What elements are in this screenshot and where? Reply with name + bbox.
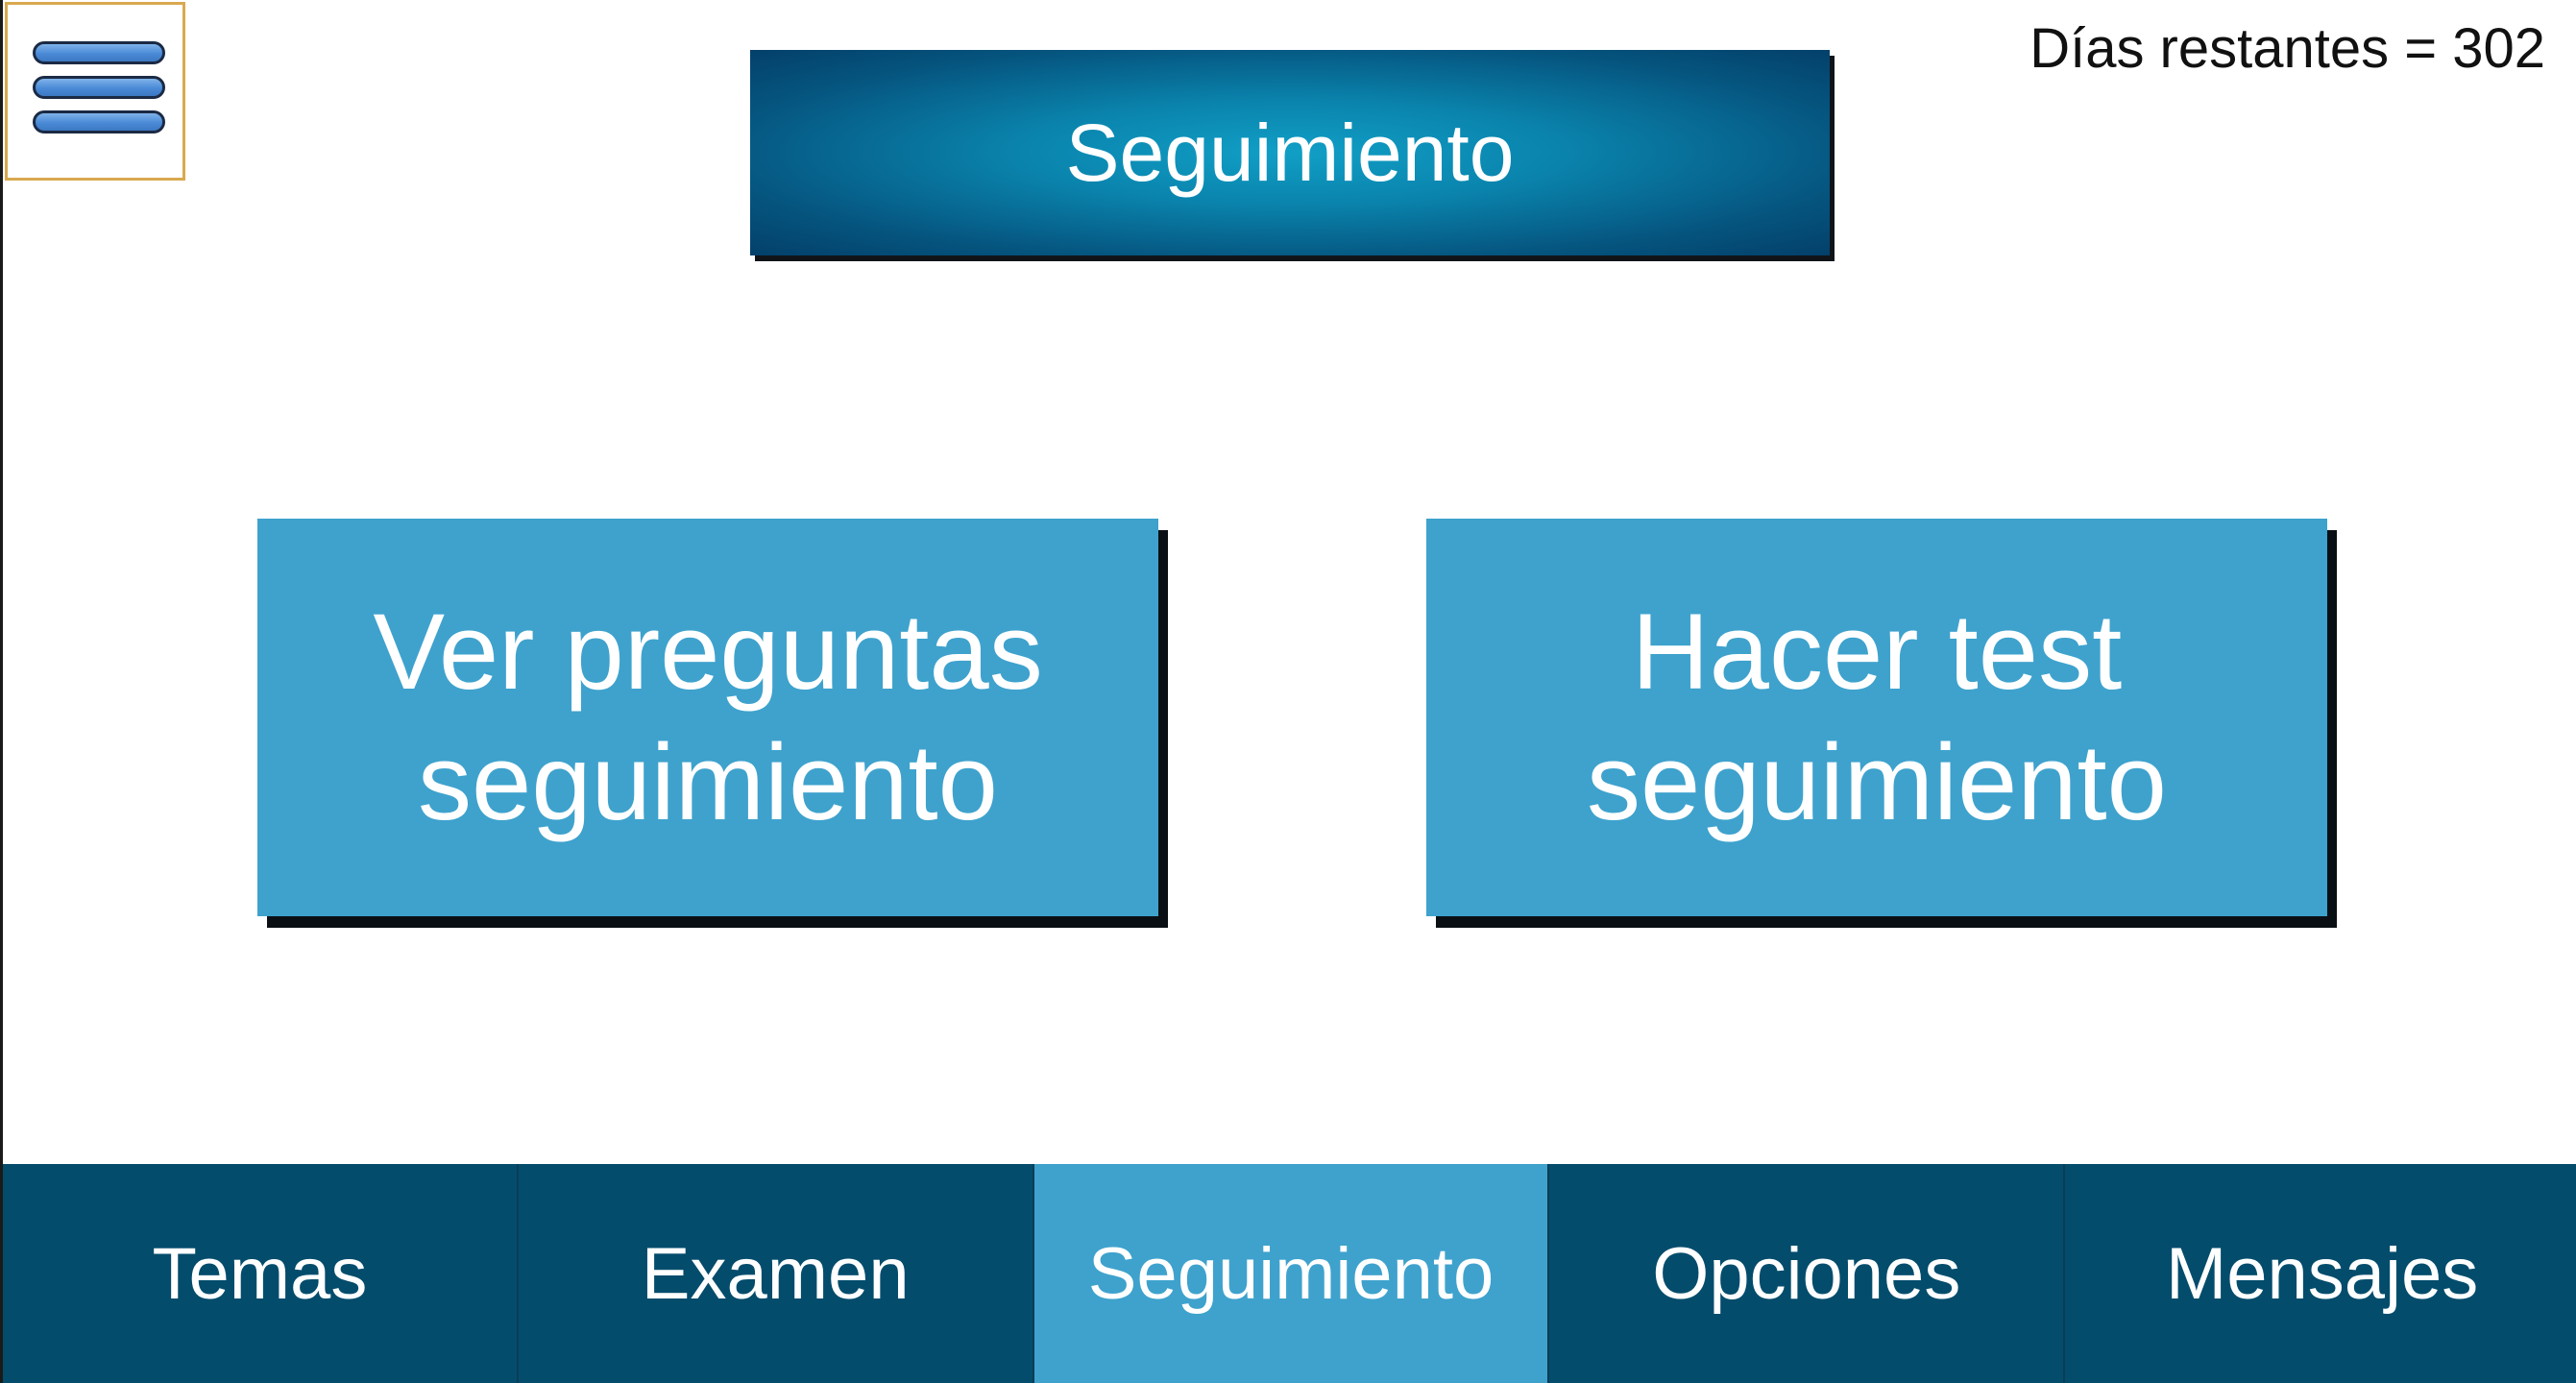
tab-opciones[interactable]: Opciones xyxy=(1549,1164,2066,1383)
view-followup-questions-label: Ver preguntas seguimiento xyxy=(257,587,1158,848)
button-label-line: Ver preguntas xyxy=(373,592,1043,712)
tab-seguimiento[interactable]: Seguimiento xyxy=(1033,1164,1550,1383)
bottom-navigation: Temas Examen Seguimiento Opciones Mensaj… xyxy=(3,1164,2576,1383)
page-title-banner: Seguimiento xyxy=(750,50,1830,255)
tab-examen[interactable]: Examen xyxy=(519,1164,1034,1383)
tab-temas[interactable]: Temas xyxy=(3,1164,519,1383)
button-label-line: Hacer test xyxy=(1631,592,2123,712)
hamburger-menu-icon xyxy=(33,41,165,64)
button-label-line: seguimiento xyxy=(418,722,998,842)
tab-mensajes[interactable]: Mensajes xyxy=(2165,1232,2479,1315)
hamburger-menu-icon-bar xyxy=(33,76,165,99)
take-followup-test-button[interactable]: Hacer test seguimiento xyxy=(1426,519,2327,916)
button-label-line: seguimiento xyxy=(1587,722,2167,842)
hamburger-menu-button[interactable] xyxy=(5,2,185,181)
page-title: Seguimiento xyxy=(1065,108,1515,198)
take-followup-test-label: Hacer test seguimiento xyxy=(1426,587,2327,848)
view-followup-questions-button[interactable]: Ver preguntas seguimiento xyxy=(257,519,1158,916)
hamburger-menu-icon-bar xyxy=(33,110,165,133)
days-remaining-label: Días restantes = 302 xyxy=(2029,17,2545,80)
